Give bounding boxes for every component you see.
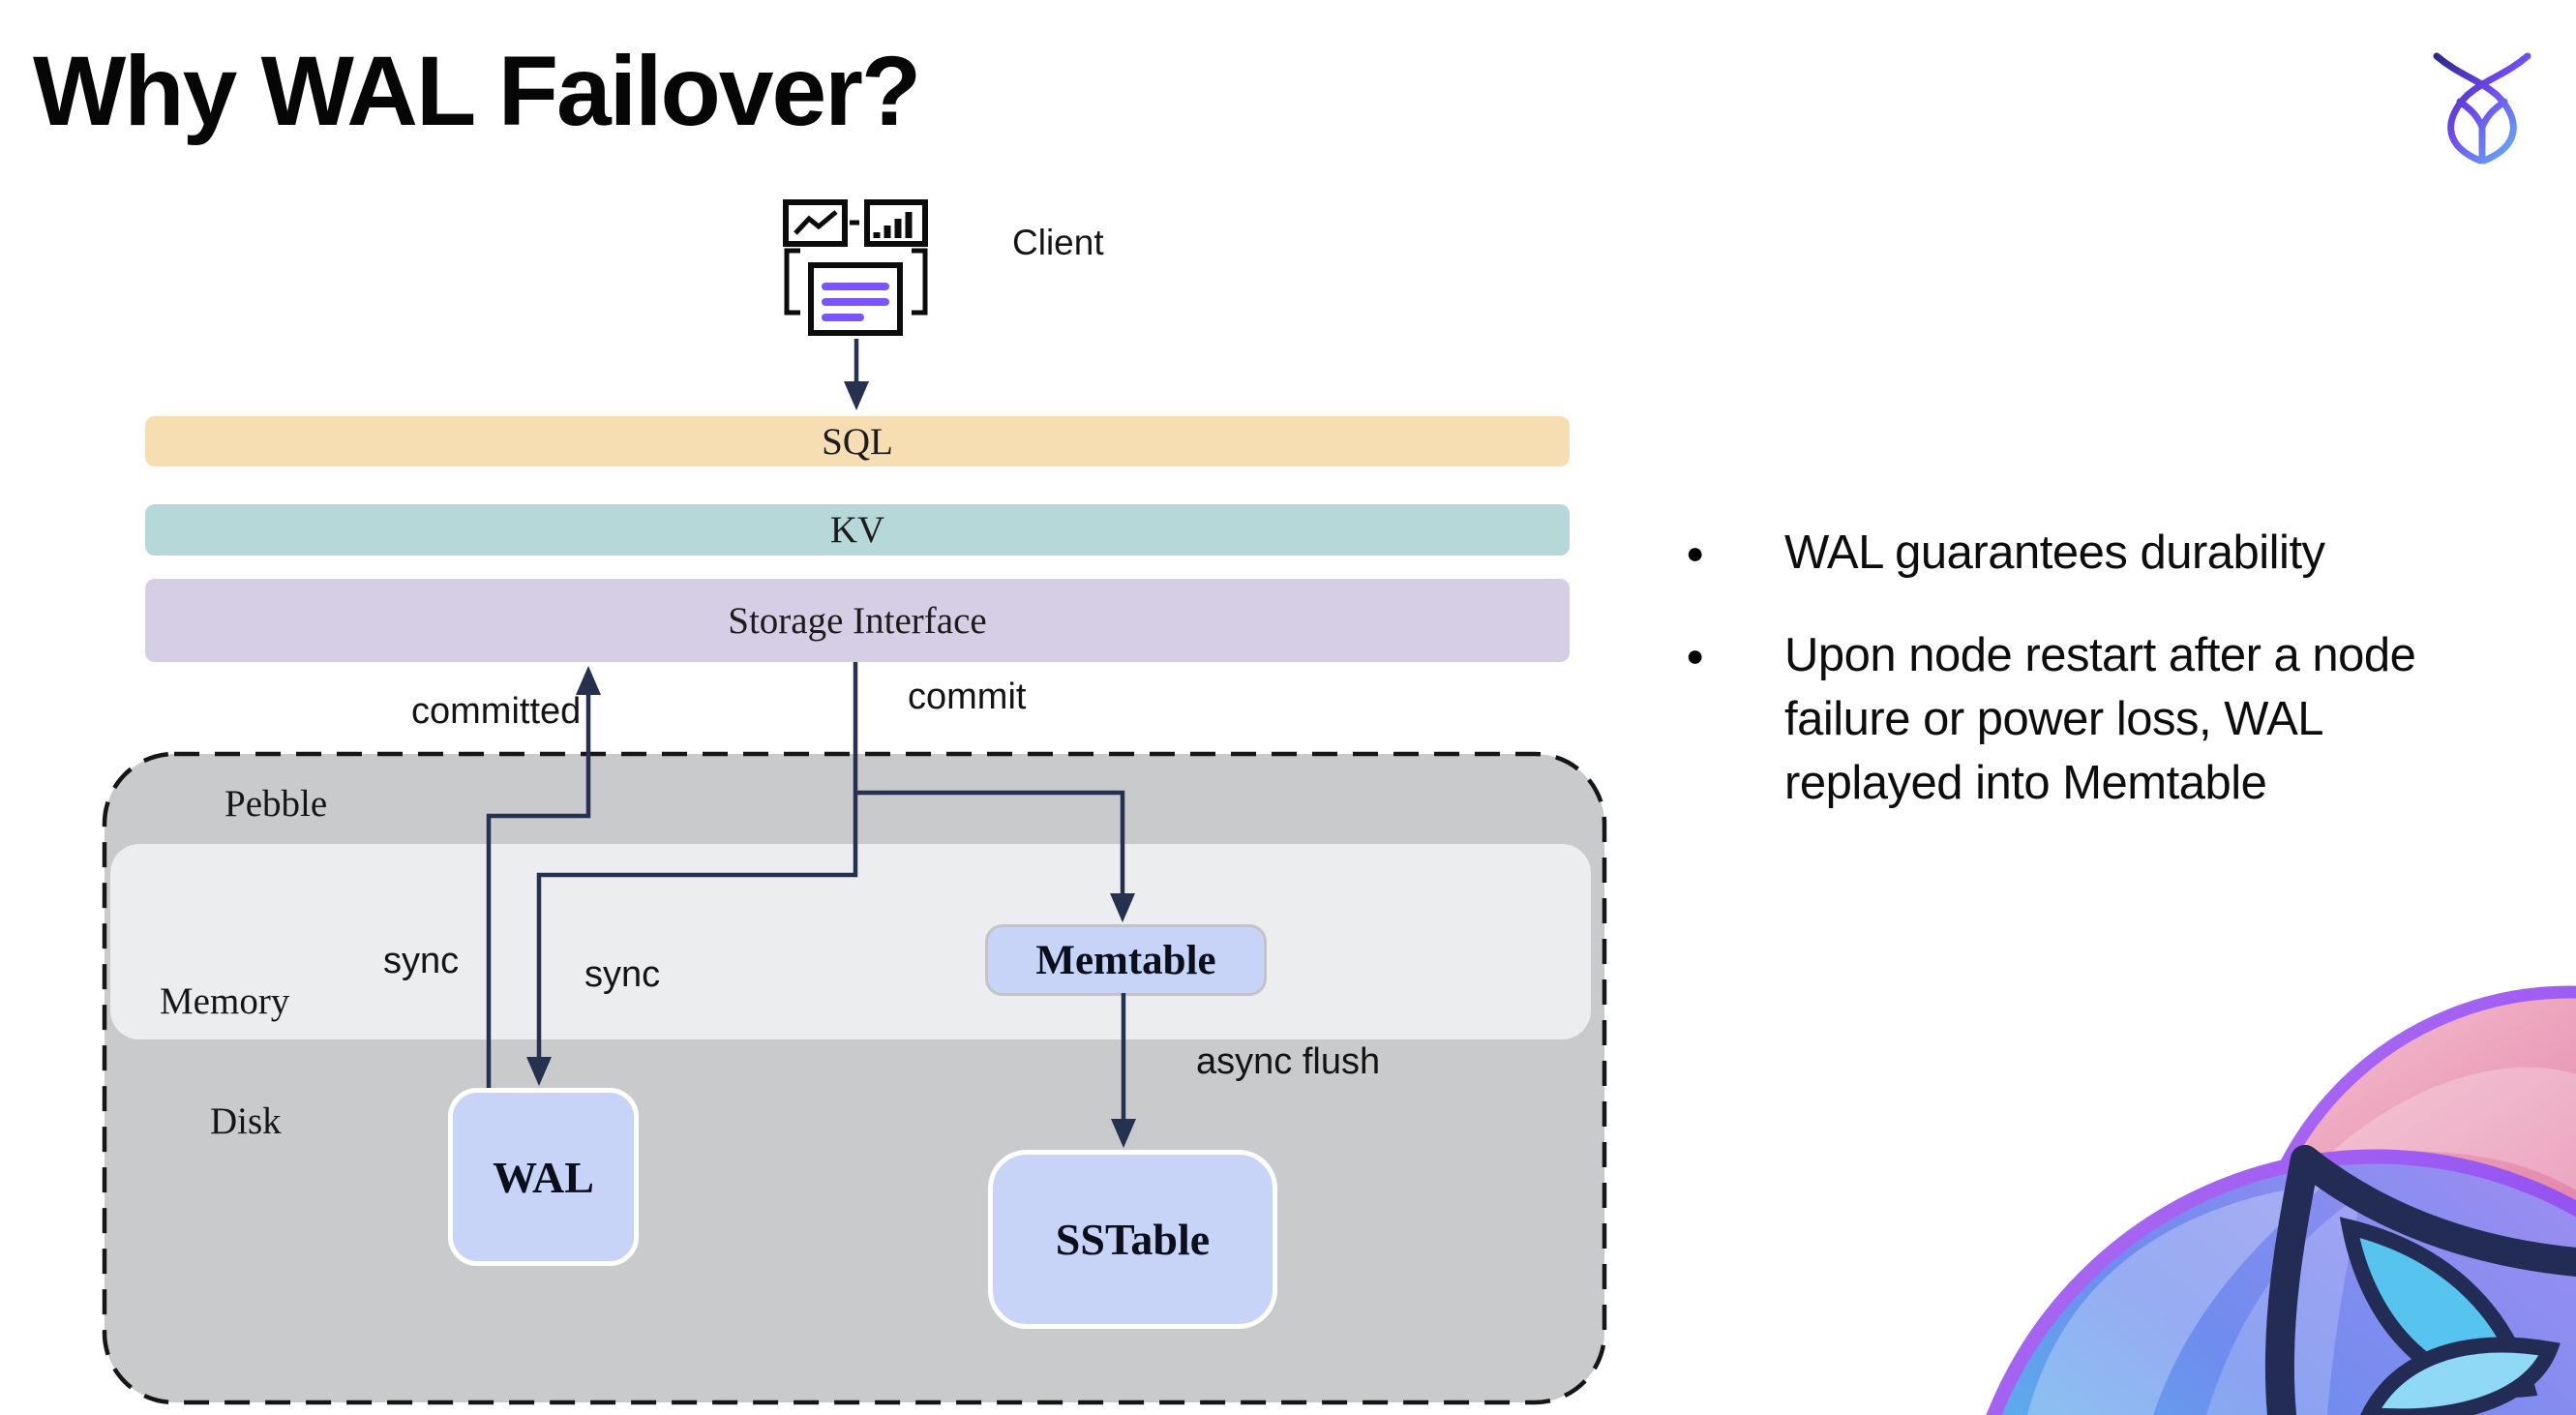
pebble-label: Pebble — [225, 783, 328, 825]
bar-chart-icon — [864, 199, 928, 247]
disk-label: Disk — [210, 1100, 282, 1142]
memory-label: Memory — [160, 980, 290, 1022]
sstable-node-label: SSTable — [1055, 1215, 1211, 1264]
committed-label: committed — [411, 691, 582, 732]
layer-kv-label: KV — [829, 509, 885, 551]
layer-kv: KV — [145, 504, 1570, 556]
client-icon — [783, 199, 928, 336]
layer-sql: SQL — [145, 416, 1570, 467]
cockroachdb-logo-icon — [2433, 52, 2531, 165]
slide-title: Why WAL Failover? — [33, 36, 921, 146]
bullet-item: ● Upon node restart after a node failure… — [1686, 623, 2557, 815]
sync-left-label: sync — [383, 941, 460, 981]
memory-zone — [110, 844, 1591, 1039]
async-flush-arrowhead — [1111, 1119, 1136, 1148]
bullet-list: ● WAL guarantees durability ● Upon node … — [1686, 521, 2557, 854]
memtable-node: Memtable — [985, 924, 1267, 996]
commit-label: commit — [908, 677, 1027, 717]
layer-storage-interface: Storage Interface — [145, 579, 1570, 662]
sstable-node: SSTable — [988, 1150, 1277, 1329]
bullet-text: Upon node restart after a node failure o… — [1784, 629, 2416, 809]
line-chart-icon — [783, 199, 848, 247]
layer-sql-label: SQL — [822, 420, 893, 463]
wal-node-label: WAL — [493, 1152, 594, 1202]
memtable-node-label: Memtable — [1035, 937, 1216, 983]
layer-storage-interface-label: Storage Interface — [728, 599, 987, 642]
async-flush-label: async flush — [1196, 1041, 1381, 1082]
wal-node: WAL — [448, 1088, 639, 1266]
client-arrowhead — [844, 381, 869, 410]
corner-gradient-artwork — [1986, 985, 2576, 1415]
bullet-dot-icon: ● — [1686, 535, 1705, 570]
bullet-item: ● WAL guarantees durability — [1686, 521, 2557, 585]
bullet-text: WAL guarantees durability — [1784, 527, 2325, 579]
document-icon — [808, 262, 903, 336]
sync-right-label: sync — [584, 954, 661, 995]
commit-sync-arrowhead — [526, 1057, 552, 1086]
client-label: Client — [1012, 223, 1104, 262]
bullet-dot-icon: ● — [1686, 638, 1705, 673]
